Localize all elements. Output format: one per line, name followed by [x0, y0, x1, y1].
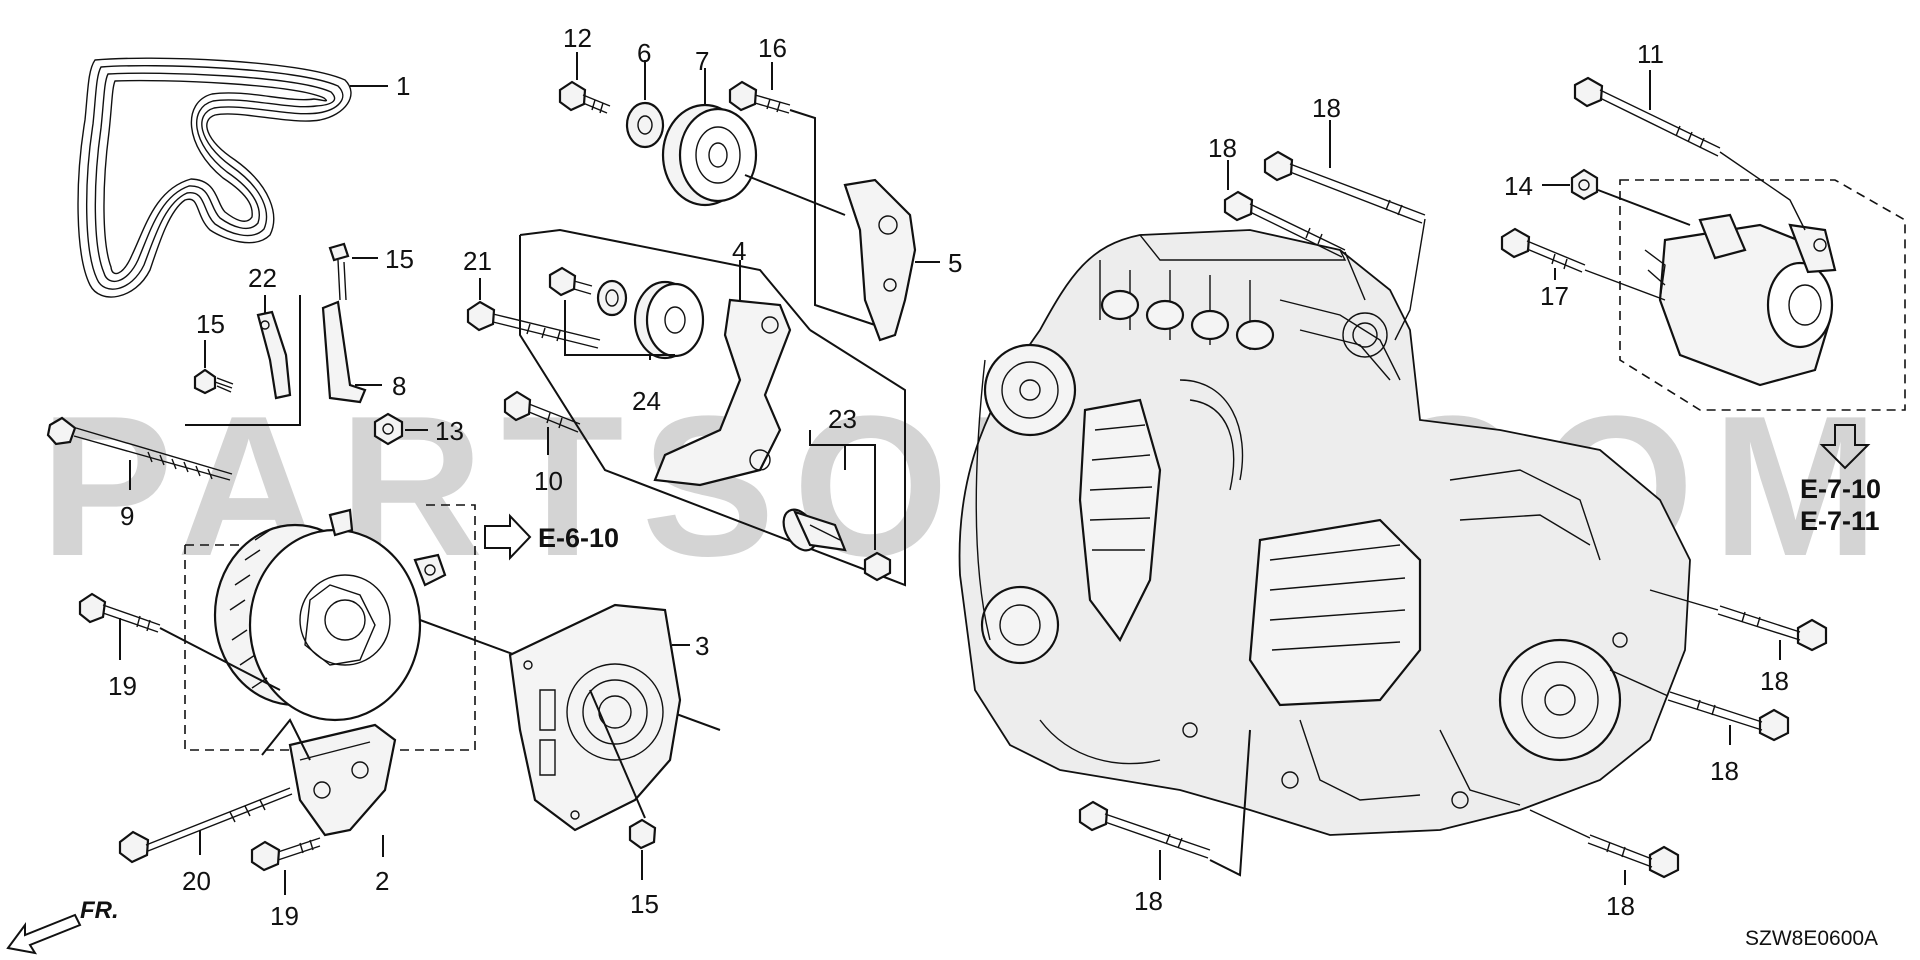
nut-23[interactable]	[863, 551, 892, 582]
drive-belt[interactable]	[77, 57, 352, 298]
bolt-18c[interactable]	[1649, 589, 1828, 652]
washer-24[interactable]	[596, 279, 628, 317]
bolt-24[interactable]	[548, 266, 593, 297]
callout-15c: 15	[630, 889, 659, 919]
engine-assembly[interactable]	[958, 229, 1691, 836]
ref-e7-10[interactable]: E-7-10	[1800, 474, 1881, 504]
arrow-e6-10	[484, 513, 532, 561]
small-bolt-15a[interactable]	[193, 368, 234, 395]
nut-14[interactable]	[1570, 168, 1599, 201]
pulley-7-axis	[744, 174, 846, 216]
bolt-18e[interactable]	[1529, 809, 1680, 879]
callout-18e: 18	[1606, 891, 1635, 921]
starter-group-box	[1619, 179, 1906, 411]
callout-18f: 18	[1134, 886, 1163, 916]
ref-e7-11[interactable]: E-7-11	[1800, 506, 1880, 536]
flange-nut-13[interactable]	[373, 412, 404, 446]
callout-3: 3	[695, 631, 709, 661]
callout-13: 13	[435, 416, 464, 446]
callout-11: 11	[1637, 39, 1664, 69]
idler-bracket-5[interactable]	[843, 178, 917, 342]
bolt-16-axis	[789, 109, 876, 326]
idler-pulley-7[interactable]	[661, 103, 758, 207]
callout-4: 4	[732, 236, 746, 266]
callout-7: 7	[695, 46, 709, 76]
alternator-bracket[interactable]	[288, 723, 397, 837]
bolt-10[interactable]	[503, 390, 581, 433]
callout-22: 22	[248, 263, 277, 293]
leader-23	[809, 430, 876, 550]
callout-15a: 15	[196, 309, 225, 339]
alternator-splash-cover[interactable]	[508, 603, 682, 832]
washer-6[interactable]	[625, 101, 665, 149]
bolt-17[interactable]	[1500, 227, 1666, 301]
bolt-20[interactable]	[118, 787, 293, 864]
leader-24	[564, 300, 675, 360]
callout-10: 10	[534, 466, 563, 496]
leader-18f	[1159, 729, 1251, 880]
bolt-21[interactable]	[466, 300, 601, 349]
arrow-e7	[1819, 424, 1871, 470]
callout-15b: 15	[385, 244, 414, 274]
tensioner-pulley-24[interactable]	[633, 280, 705, 360]
bracket-22-box	[185, 295, 301, 426]
callout-6: 6	[637, 38, 651, 68]
bolt-18f[interactable]	[1078, 800, 1211, 859]
bolt-15c[interactable]	[628, 818, 657, 850]
belt-guard-clip[interactable]	[256, 310, 292, 400]
diagram-code: SZW8E0600A	[1745, 927, 1878, 950]
bolt-12[interactable]	[558, 80, 611, 114]
tensioner-group-box	[519, 228, 906, 587]
front-label: FR.	[80, 897, 119, 924]
long-bolt-9[interactable]	[46, 416, 233, 481]
harness-bracket[interactable]	[321, 300, 367, 404]
callout-17: 17	[1540, 281, 1569, 311]
callout-2: 2	[375, 866, 389, 896]
alternator[interactable]	[213, 508, 447, 722]
tensioner-arm[interactable]	[653, 298, 792, 487]
callout-19b: 19	[270, 901, 299, 931]
callout-20: 20	[182, 866, 211, 896]
bolt-18a[interactable]	[1223, 190, 1366, 301]
bolt-19a[interactable]	[78, 592, 161, 633]
tensioner-damper-23[interactable]	[777, 504, 847, 556]
callout-9: 9	[120, 501, 134, 531]
callout-24: 24	[632, 386, 661, 416]
bolt-19b[interactable]	[250, 837, 321, 872]
callout-14: 14	[1504, 171, 1533, 201]
ref-e6-10[interactable]: E-6-10	[538, 523, 619, 553]
callout-1: 1	[396, 71, 410, 101]
callout-19a: 19	[108, 671, 137, 701]
bolt-18b[interactable]	[1263, 150, 1426, 341]
starter-motor[interactable]	[1644, 213, 1837, 387]
callout-5: 5	[948, 248, 962, 278]
callout-18c: 18	[1760, 666, 1789, 696]
bolt-15b[interactable]	[328, 242, 350, 301]
callout-21: 21	[463, 246, 492, 276]
cover-axis-line	[589, 689, 646, 819]
nut-14-axis	[1597, 189, 1691, 226]
callout-18d: 18	[1710, 756, 1739, 786]
front-arrow	[6, 913, 82, 955]
callout-23: 23	[828, 404, 857, 434]
bolt-11[interactable]	[1573, 76, 1806, 231]
callout-12: 12	[563, 23, 592, 53]
bolt-18d[interactable]	[1609, 669, 1790, 742]
callout-18a: 18	[1208, 133, 1237, 163]
callout-16: 16	[758, 33, 787, 63]
bolt-19a-axis	[159, 627, 281, 691]
callout-8: 8	[392, 371, 406, 401]
callout-18b: 18	[1312, 93, 1341, 123]
bolt-16[interactable]	[728, 80, 791, 114]
bracket-joiner	[261, 718, 311, 761]
